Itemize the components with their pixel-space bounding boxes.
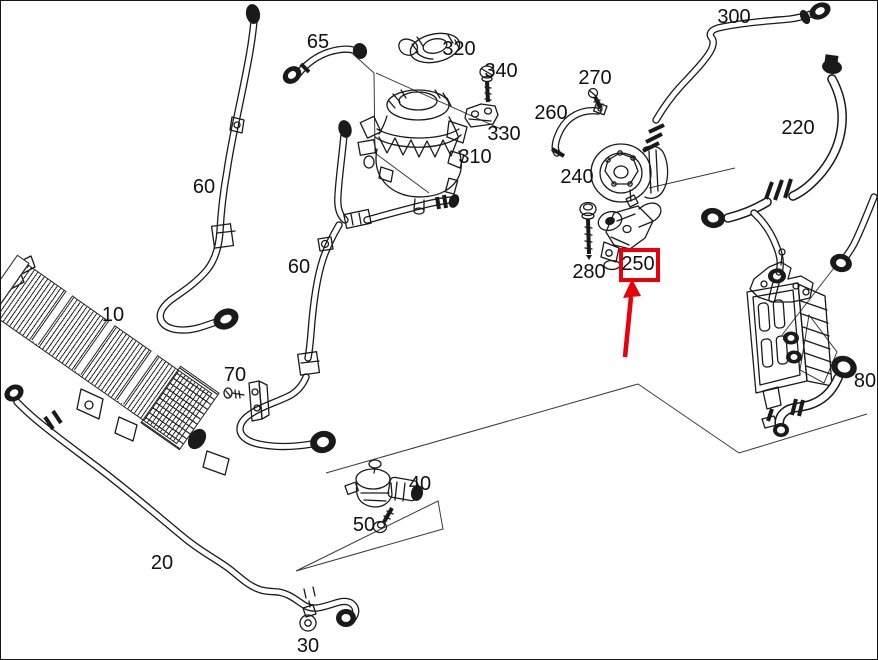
expansion-tank-310[interactable] bbox=[357, 89, 468, 215]
part-label-10[interactable]: 10 bbox=[101, 304, 125, 326]
part-label-20[interactable]: 20 bbox=[150, 552, 174, 574]
bracket-330[interactable] bbox=[464, 103, 499, 128]
valve-40[interactable] bbox=[344, 459, 424, 508]
part-label-340[interactable]: 340 bbox=[484, 60, 518, 82]
highlight-box-part-250 bbox=[619, 248, 660, 282]
clamp-260[interactable] bbox=[550, 101, 608, 158]
part-label-250-highlighted[interactable]: 250 bbox=[621, 253, 655, 275]
part-label-60-upper[interactable]: 60 bbox=[192, 176, 216, 198]
part-label-330[interactable]: 330 bbox=[487, 123, 521, 145]
part-label-50[interactable]: 50 bbox=[352, 514, 376, 536]
part-label-220[interactable]: 220 bbox=[781, 117, 815, 139]
bracket-70[interactable] bbox=[223, 380, 270, 422]
hose-300[interactable] bbox=[656, 1, 833, 120]
part-label-240[interactable]: 240 bbox=[560, 166, 594, 188]
part-label-320[interactable]: 320 bbox=[442, 38, 476, 60]
hose-65[interactable] bbox=[279, 41, 369, 87]
pump-240[interactable] bbox=[590, 123, 669, 203]
bolt-340[interactable] bbox=[479, 65, 495, 103]
part-label-40[interactable]: 40 bbox=[408, 473, 432, 495]
section-separator-lines bbox=[295, 53, 868, 572]
part-label-70[interactable]: 70 bbox=[223, 364, 247, 386]
radiator-support-strip bbox=[73, 320, 116, 375]
part-label-30[interactable]: 30 bbox=[296, 635, 320, 657]
hose-80[interactable] bbox=[773, 352, 860, 437]
hose-20[interactable] bbox=[1, 381, 356, 627]
radiator-support-strip bbox=[31, 290, 74, 346]
tank-cap-320[interactable] bbox=[398, 29, 463, 67]
hose-60-upper[interactable] bbox=[160, 3, 261, 334]
radiator-support-strip bbox=[116, 350, 159, 405]
part-label-80[interactable]: 80 bbox=[853, 370, 877, 392]
part-label-310[interactable]: 310 bbox=[458, 146, 492, 168]
part-label-260[interactable]: 260 bbox=[534, 102, 568, 124]
part-label-300[interactable]: 300 bbox=[717, 6, 751, 28]
part-label-60-lower[interactable]: 60 bbox=[287, 256, 311, 278]
hose-60-lower[interactable] bbox=[240, 119, 461, 456]
part-label-65[interactable]: 65 bbox=[306, 31, 330, 53]
highlight-arrow bbox=[622, 279, 641, 358]
part-label-270[interactable]: 270 bbox=[578, 67, 612, 89]
bolt-50[interactable] bbox=[372, 507, 394, 534]
part-label-280[interactable]: 280 bbox=[572, 261, 606, 283]
clip-30[interactable] bbox=[299, 600, 317, 632]
bolt-280[interactable] bbox=[579, 201, 597, 261]
hose-220[interactable] bbox=[699, 54, 874, 299]
